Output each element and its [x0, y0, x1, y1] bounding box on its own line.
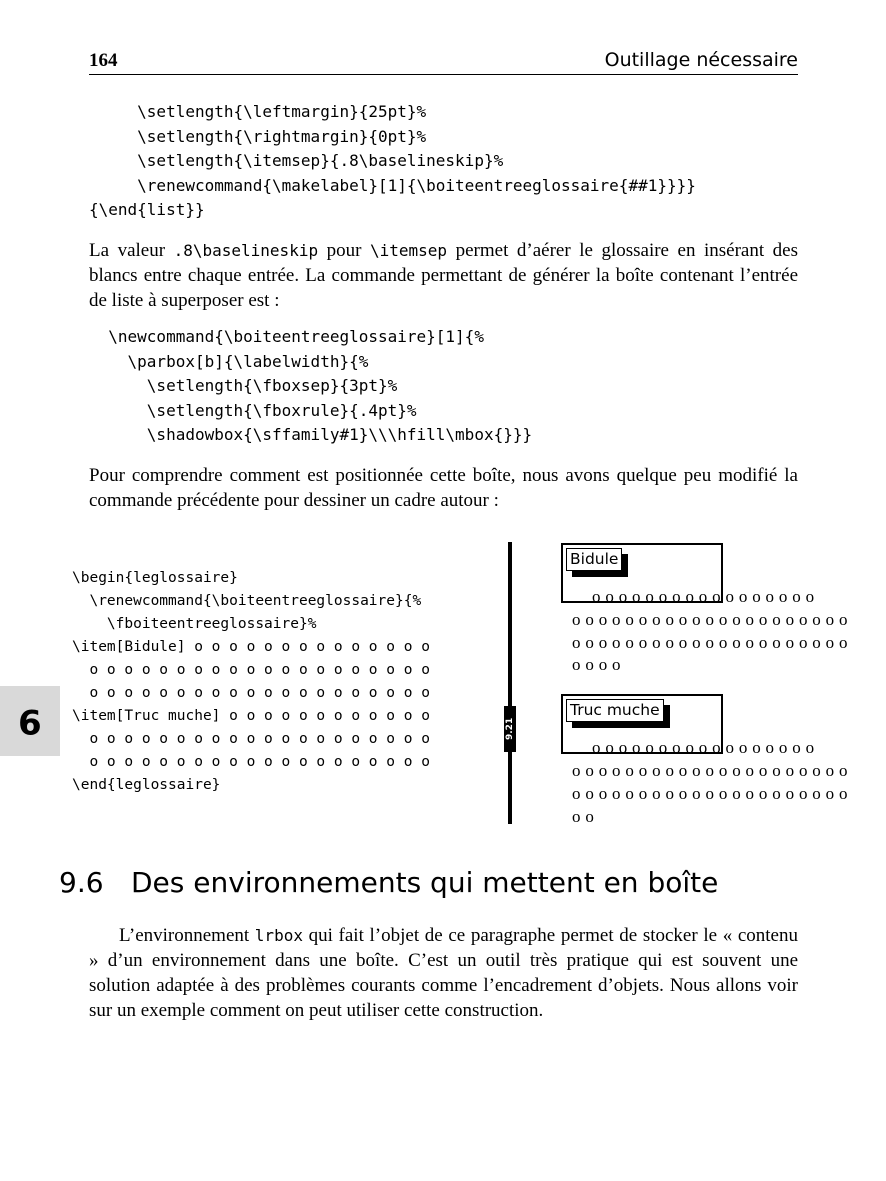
- paragraph-frame-explanation: Pour comprendre comment est positionnée …: [89, 465, 798, 511]
- glossary-text-line: o o o o o o o o o o o o o o o o o o o o …: [572, 761, 848, 780]
- glossary-term-shadowbox: Truc muche: [566, 699, 664, 722]
- glossary-text-line: o o o o o o o o o o o o o o o o o o o o …: [572, 633, 848, 652]
- section-number: 9.6: [59, 866, 104, 899]
- glossary-text-line: o o o o: [572, 655, 621, 674]
- text: La valeur: [89, 240, 174, 261]
- glossary-term-shadowbox: Bidule: [566, 548, 623, 571]
- running-header: 164 Outillage nécessaire: [89, 46, 798, 75]
- inline-code: .8\baselineskip: [173, 241, 319, 260]
- glossary-text-line: o o o o o o o o o o o o o o o o o o o o …: [572, 784, 848, 803]
- example-number-label: 9.21: [504, 706, 516, 752]
- text: L’environnement: [119, 925, 255, 946]
- paragraph-lrbox: L’environnement lrbox qui fait l’objet d…: [89, 923, 798, 1023]
- code-listing-top: \setlength{\leftmargin}{25pt}% \setlengt…: [89, 102, 696, 219]
- paragraph-itemsep: La valeur .8\baselineskip pour \itemsep …: [89, 238, 798, 313]
- text: permet d’aérer le glossaire en insérant …: [89, 240, 798, 311]
- glossary-entry-frame: Truc muche: [561, 694, 723, 754]
- chapter-thumb-tab: 9: [0, 686, 60, 756]
- glossary-text-line: o o o o o o o o o o o o o o o o o o o o …: [572, 610, 848, 629]
- glossary-entry-frame: Bidule: [561, 543, 723, 603]
- chapter-number: 9: [18, 701, 42, 741]
- text: pour: [318, 240, 370, 261]
- example-source-code: \begin{leglossaire} \renewcommand{\boite…: [72, 570, 430, 793]
- section-heading: 9.6 Des environnements qui mettent en boî…: [59, 866, 718, 899]
- section-title: Des environnements qui mettent en boîte: [131, 866, 719, 899]
- page-number: 164: [89, 50, 118, 71]
- glossary-text-line: o o: [572, 807, 595, 826]
- example-divider: [508, 542, 512, 824]
- inline-code: lrbox: [254, 926, 303, 945]
- glossary-text-line: o o o o o o o o o o o o o o o o o: [592, 738, 815, 757]
- running-title: Outillage nécessaire: [604, 49, 798, 71]
- inline-code: \itemsep: [370, 241, 448, 260]
- glossary-text-line: o o o o o o o o o o o o o o o o o: [592, 587, 815, 606]
- code-listing-newcommand: \newcommand{\boiteentreeglossaire}[1]{% …: [108, 327, 533, 444]
- text: qui fait l’objet de ce paragraphe permet…: [89, 925, 798, 1021]
